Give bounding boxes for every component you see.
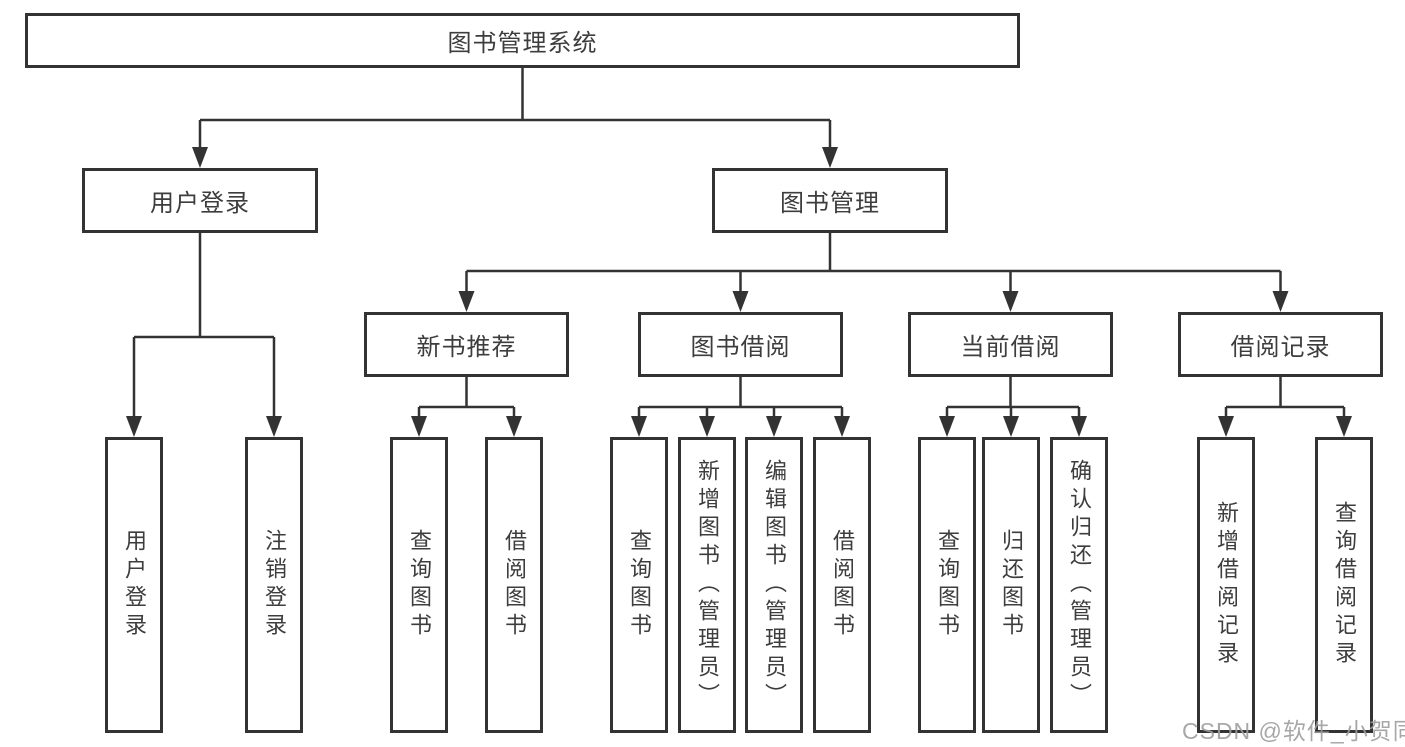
leaf-query-books-recommend: 查询图书 xyxy=(390,437,448,733)
leaf-borrow-books-recommend: 借阅图书 xyxy=(485,437,543,733)
node-borrowing-records: 借阅记录 xyxy=(1178,312,1383,377)
node-user-login: 用户登录 xyxy=(82,168,318,233)
node-new-book-recommendation: 新书推荐 xyxy=(364,312,569,377)
leaf-label: 查询图书 xyxy=(627,529,652,641)
node-book-borrowing: 图书借阅 xyxy=(638,312,843,377)
node-current-borrowing: 当前借阅 xyxy=(908,312,1113,377)
leaf-label: 查询图书 xyxy=(935,529,960,641)
leaf-label: 借阅图书 xyxy=(502,529,527,641)
leaf-query-books-current: 查询图书 xyxy=(918,437,976,733)
leaf-add-book-admin: 新增图书（管理员） xyxy=(678,437,736,733)
leaf-label: 查询图书 xyxy=(407,529,432,641)
leaf-label: 编辑图书（管理员） xyxy=(762,459,787,711)
leaf-label: 注销登录 xyxy=(262,529,287,641)
leaf-return-books: 归还图书 xyxy=(982,437,1040,733)
leaf-borrow-books: 借阅图书 xyxy=(813,437,871,733)
watermark: CSDN @软件_小贺同学 xyxy=(1182,718,1405,744)
leaf-label: 新增图书（管理员） xyxy=(695,459,720,711)
leaf-user-login: 用户登录 xyxy=(105,437,163,733)
leaf-label: 用户登录 xyxy=(122,529,147,641)
leaf-label: 查询借阅记录 xyxy=(1332,501,1357,669)
arrowheads xyxy=(126,147,1352,437)
leaf-query-borrow-record: 查询借阅记录 xyxy=(1315,437,1373,733)
leaf-confirm-return-admin: 确认归还（管理员） xyxy=(1050,437,1108,733)
leaf-query-books-borrow: 查询图书 xyxy=(610,437,668,733)
leaf-label: 归还图书 xyxy=(999,529,1024,641)
leaf-label: 确认归还（管理员） xyxy=(1067,459,1092,711)
leaf-label: 新增借阅记录 xyxy=(1214,501,1239,669)
leaf-label: 借阅图书 xyxy=(830,529,855,641)
leaf-edit-book-admin: 编辑图书（管理员） xyxy=(745,437,803,733)
node-library-management-system: 图书管理系统 xyxy=(25,13,1020,68)
leaf-logout: 注销登录 xyxy=(245,437,303,733)
node-book-management: 图书管理 xyxy=(712,168,948,233)
leaf-add-borrow-record: 新增借阅记录 xyxy=(1197,437,1255,733)
